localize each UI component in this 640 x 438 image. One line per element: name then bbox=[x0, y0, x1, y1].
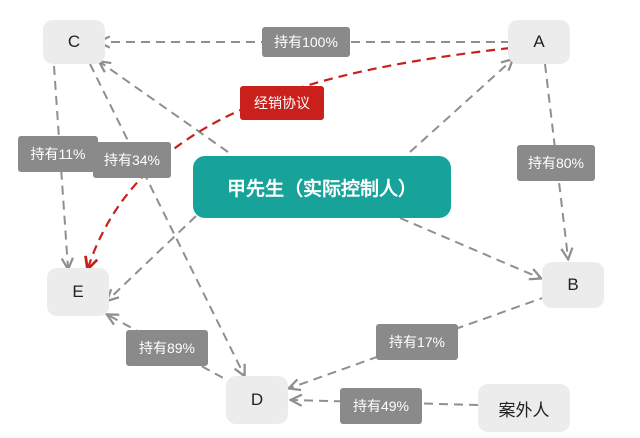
label-d-to-e: 持有89% bbox=[126, 330, 208, 366]
node-a: A bbox=[508, 20, 570, 64]
edge-c-to-d bbox=[89, 63, 244, 375]
label-c-to-d: 持有34% bbox=[93, 142, 171, 178]
edge-central-to-a bbox=[409, 60, 512, 153]
node-outsider: 案外人 bbox=[478, 384, 570, 432]
label-a-to-c: 持有100% bbox=[262, 27, 350, 57]
edge-central-to-c bbox=[100, 62, 229, 153]
node-central-controller: 甲先生（实际控制人） bbox=[193, 156, 451, 218]
node-c: C bbox=[43, 20, 105, 64]
label-c-to-e: 持有11% bbox=[18, 136, 98, 172]
label-outsider-to-d: 持有49% bbox=[340, 388, 422, 424]
label-b-to-d: 持有17% bbox=[376, 324, 458, 360]
edge-d-to-e bbox=[108, 315, 237, 386]
label-a-to-b: 持有80% bbox=[517, 145, 595, 181]
node-e: E bbox=[47, 268, 109, 316]
node-b: B bbox=[542, 262, 604, 308]
edge-central-to-b bbox=[399, 217, 540, 278]
node-d: D bbox=[226, 376, 288, 424]
edge-c-to-e bbox=[53, 65, 68, 268]
label-distribution-agreement: 经销协议 bbox=[240, 86, 324, 120]
edge-central-to-e bbox=[108, 215, 197, 300]
